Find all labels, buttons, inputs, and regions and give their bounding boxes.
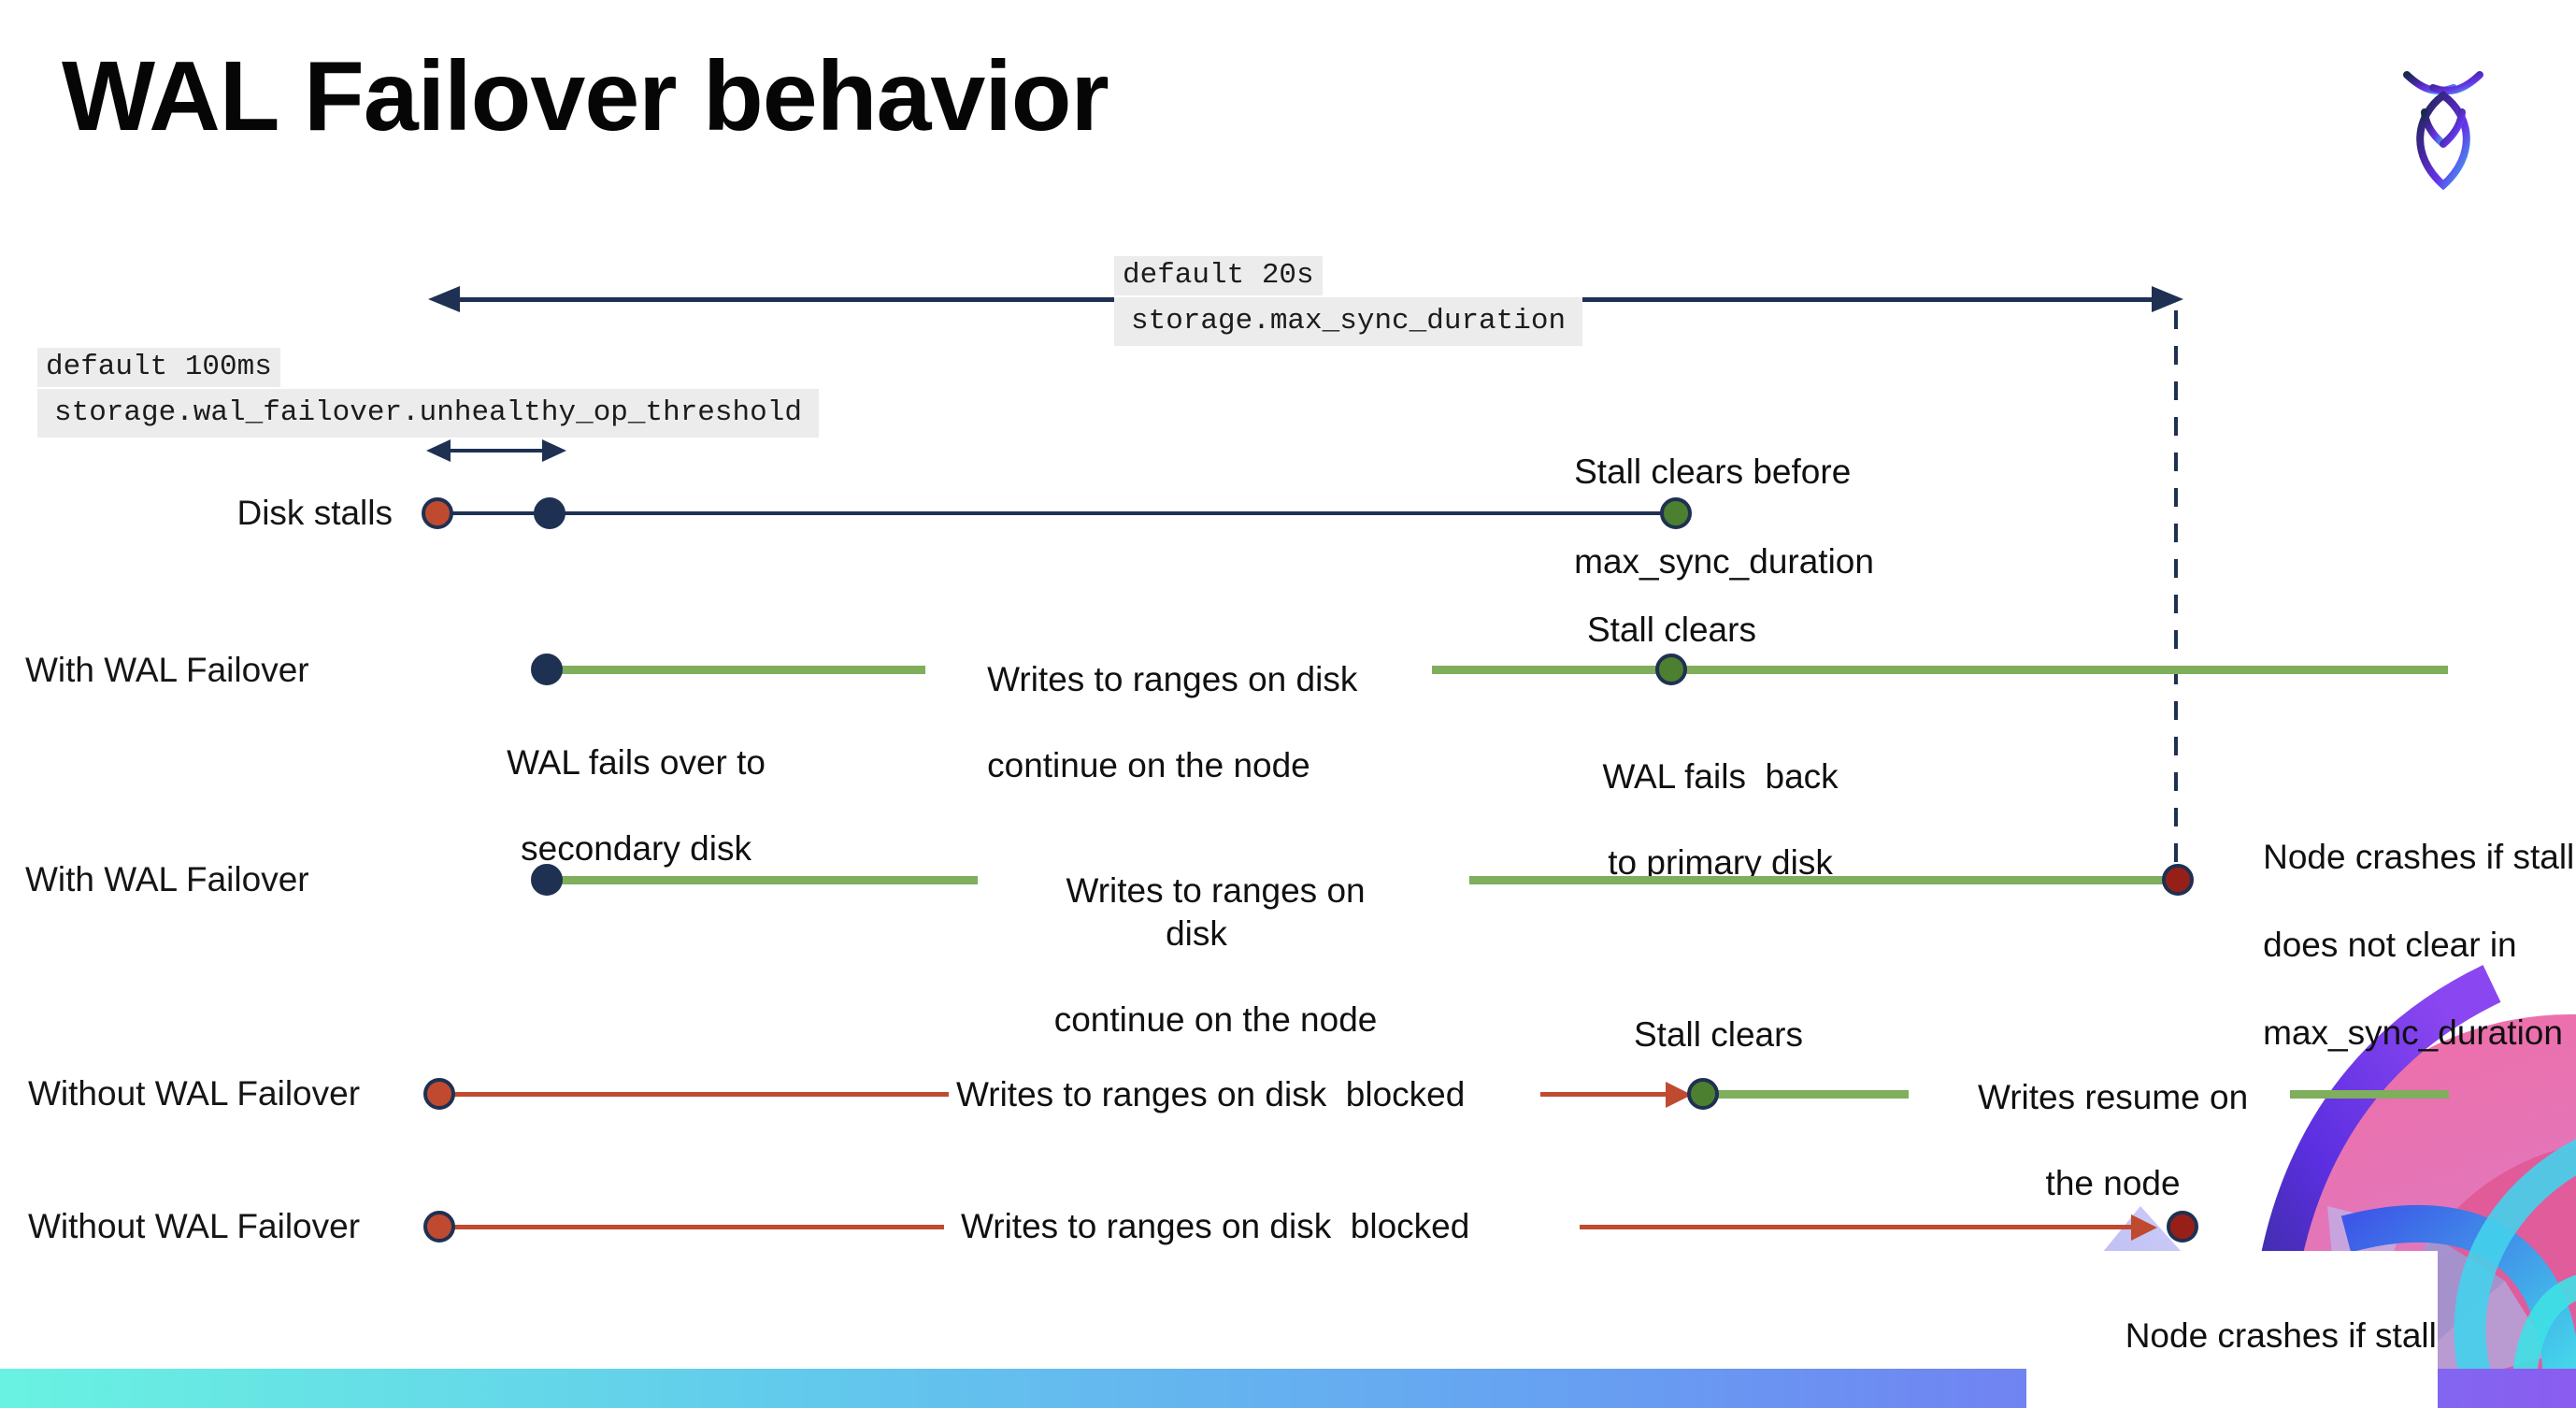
row-label-disk-stalls: Disk stalls (236, 494, 393, 532)
max-sync-deadline-dashed-line (2174, 310, 2178, 868)
unhealthy-threshold-setting-label: default 100ms storage.wal_failover.unhea… (37, 348, 819, 439)
unhealthy-threshold-span-arrow (426, 439, 566, 462)
writes-blocked-line (452, 1092, 949, 1097)
row-label-with-wal-failover-1: With WAL Failover (25, 651, 309, 689)
note-line: the node (2045, 1164, 2181, 1202)
disk-stall-start-dot (422, 497, 453, 529)
note-node-crashes-2: Node crashes if stall does not clear in … (2068, 1272, 2438, 1408)
note-line: Node crashes if stall (2263, 838, 2575, 876)
writes-continue-line (558, 666, 925, 674)
arrowhead-left-icon (426, 439, 451, 462)
blocked-until-clear-arrow (1540, 1082, 1692, 1108)
node-crash-dot (2162, 864, 2194, 896)
note-line: secondary disk (521, 829, 751, 868)
note-line: Stall clears before (1574, 453, 1852, 491)
note-line: does not clear in (2263, 926, 2517, 964)
note-wal-fails-back: WAL fails back to primary disk (1533, 712, 1869, 927)
arrowhead-right-icon (542, 439, 566, 462)
note-stall-clears-before: Stall clears before max_sync_duration (1536, 405, 1874, 629)
wal-failover-dot (531, 654, 563, 685)
arrow-shaft (443, 449, 550, 453)
note-line: WAL fails back (1602, 757, 1839, 796)
setting-name: storage.wal_failover.unhealthy_op_thresh… (46, 394, 810, 433)
note-line: Writes to ranges on disk (987, 660, 1358, 698)
setting-default-value: default 100ms (37, 348, 280, 387)
arrow-shaft (1580, 1225, 2135, 1229)
note-line: does not clear in (2125, 1402, 2380, 1408)
note-node-crashes-1: Node crashes if stall does not clear in … (2225, 791, 2574, 1099)
note-line: max_sync_duration (2263, 1013, 2563, 1052)
note-writes-blocked-2: Writes to ranges on disk blocked (961, 1207, 1470, 1245)
note-line: max_sync_duration (1574, 542, 1874, 581)
note-writes-resume: Writes resume on the node (1925, 1033, 2262, 1248)
note-writes-blocked-1: Writes to ranges on disk blocked (956, 1075, 1466, 1113)
stall-clears-dot (1660, 497, 1692, 529)
cockroachdb-logo (2403, 71, 2483, 191)
max-sync-duration-setting-label: default 20s storage.max_sync_duration (1114, 256, 1583, 348)
stall-clears-dot (1687, 1078, 1719, 1110)
writes-blocked-line (452, 1225, 944, 1229)
row-label-with-wal-failover-2: With WAL Failover (25, 860, 309, 898)
arrowhead-right-icon (2131, 1214, 2157, 1241)
arrowhead-right-icon (2152, 286, 2183, 312)
note-wal-fails-over: WAL fails over to secondary disk (425, 698, 809, 913)
note-line: continue on the node (987, 746, 1310, 784)
blocked-until-crash-arrow (1580, 1214, 2157, 1241)
writes-continue-line (558, 876, 978, 884)
disk-stall-timeline (439, 511, 1676, 515)
note-line: WAL fails over to (507, 743, 766, 782)
note-writes-continue-2: Writes to ranges on disk continue on the… (995, 826, 1397, 1085)
stall-clears-dot (1655, 654, 1687, 685)
note-line: Node crashes if stall (2125, 1316, 2437, 1355)
note-stall-clears-1: Stall clears (1587, 611, 1756, 649)
setting-name: storage.max_sync_duration (1123, 302, 1575, 341)
disk-stall-start-dot (423, 1078, 455, 1110)
node-crash-dot (2167, 1211, 2198, 1243)
note-line: to primary disk (1608, 843, 1833, 882)
wal-failover-dot (531, 864, 563, 896)
page-title: WAL Failover behavior (62, 41, 1109, 151)
writes-resume-line (1718, 1090, 1909, 1099)
row-label-without-wal-failover-2: Without WAL Failover (28, 1207, 361, 1245)
arrowhead-left-icon (428, 286, 460, 312)
arrow-shaft (1540, 1092, 1669, 1097)
writes-continue-line (1469, 876, 2163, 884)
failover-threshold-dot (534, 497, 565, 529)
setting-default-value: default 20s (1114, 256, 1323, 295)
note-line: Writes resume on (1977, 1078, 2249, 1116)
node-crash-callout: Node crashes if stall does not clear in … (2026, 1251, 2438, 1408)
writes-resume-line (2290, 1090, 2449, 1099)
note-line: continue on the node (1053, 1000, 1378, 1039)
row-label-without-wal-failover-1: Without WAL Failover (28, 1074, 361, 1113)
note-writes-continue-1: Writes to ranges on disk continue on the… (949, 615, 1357, 830)
note-stall-clears-2: Stall clears (1634, 1015, 1803, 1054)
note-line: Writes to ranges on disk (1066, 871, 1375, 953)
writes-continue-line (1432, 666, 2448, 674)
disk-stall-start-dot (423, 1211, 455, 1243)
